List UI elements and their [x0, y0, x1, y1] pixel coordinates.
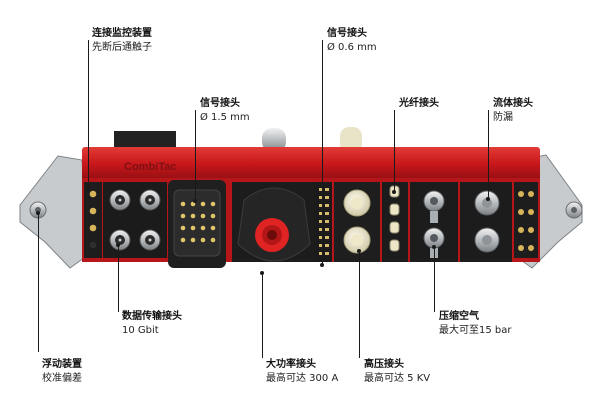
- label-signal-15-sub: Ø 1.5 mm: [200, 112, 250, 123]
- leader-dot-diagnostic: [86, 187, 90, 191]
- label-signal-15: 信号接头 Ø 1.5 mm: [200, 97, 250, 125]
- signal-06-module: [316, 182, 332, 262]
- label-fluid-title: 流体接头: [493, 98, 533, 109]
- right-contact-strip: [514, 182, 538, 258]
- label-float-sub: 校准偏差: [42, 373, 82, 384]
- leader-signal-06: [322, 40, 323, 264]
- label-pneumatic-sub: 最大可至15 bar: [439, 325, 512, 336]
- label-fluid-sub: 防漏: [493, 112, 513, 123]
- label-fiber: 光纤接头: [399, 97, 439, 111]
- diagnostic-module: [84, 182, 102, 258]
- label-signal-06-title: 信号接头: [327, 28, 367, 39]
- leader-data: [118, 244, 119, 312]
- leader-dot-pneumatic: [432, 245, 436, 249]
- label-hv-sub: 最高可达 5 KV: [364, 373, 431, 384]
- leader-dot-fluid: [486, 197, 490, 201]
- leader-pneumatic: [434, 246, 435, 312]
- label-signal-06-sub: Ø 0.6 mm: [327, 42, 377, 53]
- label-diagnostic-sub: 先断后通触子: [92, 42, 152, 53]
- label-float-title: 浮动装置: [42, 359, 82, 370]
- leader-dot-power: [260, 271, 264, 275]
- label-float: 浮动装置 校准偏差: [42, 358, 82, 386]
- leader-fluid: [488, 110, 489, 198]
- label-signal-06: 信号接头 Ø 0.6 mm: [327, 27, 377, 55]
- leader-dot-float: [36, 211, 40, 215]
- label-diagnostic: 连接监控装置 先断后通触子: [92, 27, 152, 55]
- leader-dot-signal-15: [193, 199, 197, 203]
- label-pneumatic: 压缩空气 最大可至15 bar: [439, 310, 512, 338]
- label-data-title: 数据传输接头: [122, 311, 182, 322]
- label-power: 大功率接头 最高可达 300 A: [266, 358, 338, 386]
- rear-metal-post: [262, 128, 286, 152]
- rear-ivory-post: [340, 127, 362, 153]
- label-pneumatic-title: 压缩空气: [439, 311, 479, 322]
- leader-dot-signal-06: [320, 263, 324, 267]
- brand-mark: CombiTac: [124, 161, 176, 173]
- left-floating-bracket: [19, 155, 89, 269]
- label-power-title: 大功率接头: [266, 359, 316, 370]
- leader-dot-hv: [357, 249, 361, 253]
- leader-hv: [359, 250, 360, 358]
- red-housing-top: [82, 147, 540, 181]
- label-data: 数据传输接头 10 Gbit: [122, 310, 182, 338]
- label-fluid: 流体接头 防漏: [493, 97, 533, 125]
- label-data-sub: 10 Gbit: [122, 325, 159, 336]
- label-diagnostic-title: 连接监控装置: [92, 28, 152, 39]
- label-hv: 高压接头 最高可达 5 KV: [364, 358, 430, 386]
- leader-signal-15: [195, 110, 196, 200]
- leader-dot-fiber: [392, 190, 396, 194]
- leader-fiber: [394, 110, 395, 192]
- label-fiber-title: 光纤接头: [399, 98, 439, 109]
- leader-diagnostic: [88, 40, 89, 188]
- label-signal-15-title: 信号接头: [200, 98, 240, 109]
- label-hv-title: 高压接头: [364, 359, 404, 370]
- leader-dot-data: [116, 243, 120, 247]
- leader-power: [262, 272, 263, 358]
- leader-float: [38, 212, 39, 352]
- label-power-sub: 最高可达 300 A: [266, 373, 339, 384]
